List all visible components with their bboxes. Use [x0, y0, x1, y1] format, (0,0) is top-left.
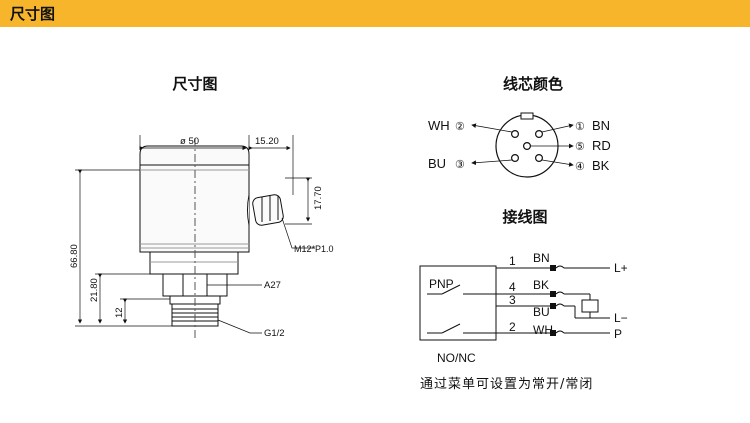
pin-bk-num: ④ — [575, 161, 585, 173]
dim-connector-offset: 15.20 — [255, 136, 279, 147]
dimension-labels: ø 50 15.20 17.70 M12*P1.0 66.80 21.80 12… — [69, 136, 334, 339]
pin-rd-num: ⑤ — [575, 141, 585, 153]
dimension-lines — [75, 135, 315, 334]
wire-2-color: WH — [533, 323, 553, 337]
dim-process-thread: G1/2 — [264, 328, 285, 339]
wire-2-num: 2 — [509, 320, 516, 334]
no-nc-label: NO/NC — [437, 351, 476, 365]
section-header-title: 尺寸图 — [10, 5, 56, 23]
pinout-labels: WH ② BU ③ ① BN ⑤ RD ④ BK — [428, 118, 611, 173]
wire-4-num: 4 — [509, 280, 516, 294]
pin-2 — [511, 130, 520, 139]
section-header-bar — [0, 0, 750, 27]
dim-connector-height: 17.70 — [313, 186, 324, 210]
pin-3 — [511, 154, 520, 163]
wire-4-color: BK — [533, 278, 549, 292]
wire-2-terminal: P — [614, 327, 622, 341]
pin-wh-num: ② — [455, 121, 465, 133]
wire-3-num: 3 — [509, 293, 516, 307]
dim-thread-connector: M12*P1.0 — [294, 244, 334, 254]
dimension-drawing-heading: 尺寸图 — [172, 75, 218, 93]
pnp-label: PNP — [429, 277, 454, 291]
pin-bn-num: ① — [575, 121, 585, 133]
wiring-heading: 接线图 — [502, 208, 548, 226]
pin-wh-code: WH — [428, 118, 450, 133]
m12-connector — [247, 194, 284, 226]
pin-rd-code: RD — [592, 138, 611, 153]
dim-thread-length: 12 — [114, 307, 125, 318]
wiring-labels: PNP 1 BN L+ 4 BK 3 BU L− 2 WH P NO/NC — [429, 251, 628, 365]
dim-diameter: ø 50 — [180, 136, 199, 147]
dim-wrench-size: A27 — [264, 280, 281, 291]
wire-3-color: BU — [533, 305, 550, 319]
pinout-connector — [471, 112, 574, 178]
wiring-diagram — [419, 265, 610, 341]
wire-1-num: 1 — [509, 254, 516, 268]
pin-bu-code: BU — [428, 156, 446, 171]
wire-terminal-blocks — [550, 265, 556, 336]
pin-bk-code: BK — [592, 158, 610, 173]
pin-5 — [522, 142, 531, 151]
wiring-note: 通过菜单可设置为常开/常闭 — [420, 377, 594, 392]
pin-1 — [534, 130, 543, 139]
pin-bu-num: ③ — [455, 159, 465, 171]
wire-1-terminal: L+ — [614, 261, 628, 275]
dim-total-height: 66.80 — [69, 244, 80, 268]
wire-1-color: BN — [533, 251, 550, 265]
load-resistor — [581, 299, 599, 313]
pnp-output-box — [419, 265, 497, 341]
sensor-outline — [139, 138, 250, 340]
pin-bn-code: BN — [592, 118, 610, 133]
core-colors-heading: 线芯颜色 — [502, 75, 563, 93]
pin-4 — [534, 154, 543, 163]
dim-neck-height: 21.80 — [89, 278, 100, 302]
wire-3-terminal: L− — [614, 311, 628, 325]
